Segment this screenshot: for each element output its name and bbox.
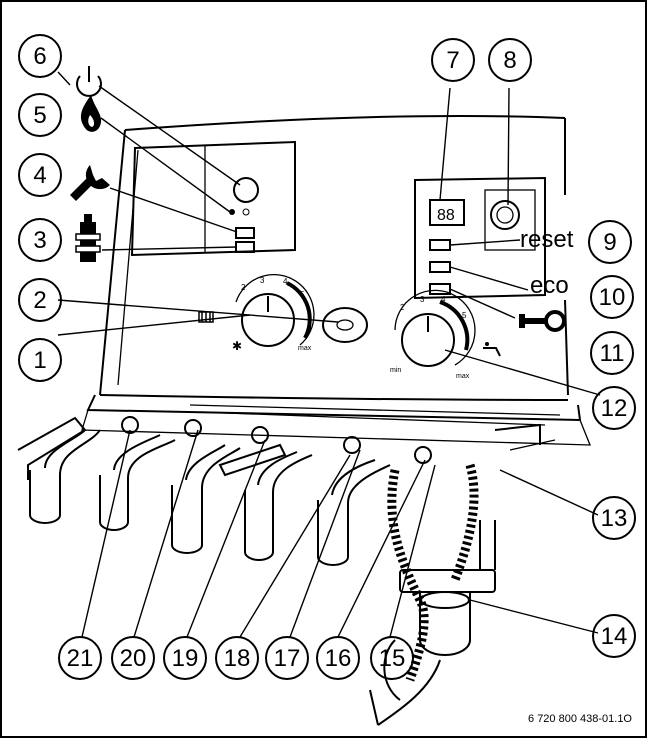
- callout-15: 15: [370, 636, 414, 680]
- callout-18: 18: [215, 636, 259, 680]
- svg-text:2: 2: [400, 303, 405, 312]
- reset-label: reset: [520, 226, 574, 253]
- svg-text:10: 10: [599, 284, 626, 311]
- callout-4: 4: [18, 153, 62, 197]
- callout-8: 8: [488, 38, 532, 82]
- svg-text:6: 6: [307, 323, 312, 332]
- callout-19: 19: [163, 636, 207, 680]
- connector-socket: [490, 200, 520, 230]
- callout-16: 16: [316, 636, 360, 680]
- callout-11: 11: [590, 331, 634, 375]
- display-window: [429, 199, 465, 226]
- callout-9: 9: [588, 220, 632, 264]
- svg-text:4: 4: [33, 162, 46, 189]
- temperature-display-disc: [322, 307, 368, 343]
- hot-water-dial-max: max: [456, 373, 470, 380]
- hot-water-dial-min: min: [390, 367, 401, 374]
- eco-label: eco: [530, 272, 569, 299]
- heating-temperature-dial: 2 3 4 5 6 max ✱: [198, 274, 315, 353]
- wrench-icon: [70, 165, 110, 201]
- callout-12: 12: [592, 386, 636, 430]
- left-control-module: [130, 140, 296, 257]
- frost-protection-icon: ✱: [232, 339, 242, 353]
- power-button-shape: [233, 177, 259, 203]
- callout-14: 14: [592, 614, 636, 658]
- svg-text:2: 2: [33, 287, 46, 314]
- svg-text:5: 5: [462, 311, 467, 320]
- svg-text:9: 9: [603, 229, 616, 256]
- svg-text:20: 20: [120, 645, 147, 672]
- boiler-body: [81, 114, 591, 446]
- svg-text:19: 19: [172, 645, 199, 672]
- svg-text:17: 17: [274, 645, 301, 672]
- hot-water-temperature-dial: 2 3 4 5 min max: [390, 289, 501, 380]
- leader-lines: [57, 71, 601, 638]
- pipe-connections: [17, 416, 556, 726]
- callout-2: 2: [18, 278, 62, 322]
- callout-10: 10: [590, 275, 634, 319]
- svg-text:13: 13: [601, 505, 628, 532]
- figure-caption: 6 720 800 438-01.1O: [528, 713, 632, 725]
- callout-6: 6: [18, 34, 62, 78]
- chimney-sweep-icon: [75, 214, 101, 262]
- svg-text:4: 4: [283, 277, 288, 286]
- callout-17: 17: [265, 636, 309, 680]
- svg-text:1: 1: [33, 347, 46, 374]
- power-icon: [76, 66, 102, 97]
- svg-text:6: 6: [33, 43, 46, 70]
- svg-text:3: 3: [33, 227, 46, 254]
- callout-21: 21: [58, 636, 102, 680]
- callout-20: 20: [111, 636, 155, 680]
- heating-dial-max: max: [298, 345, 312, 352]
- svg-text:21: 21: [67, 645, 94, 672]
- flame-icon: [80, 95, 102, 132]
- hot-water-tap-icon: [483, 342, 501, 357]
- svg-text:7: 7: [446, 47, 459, 74]
- svg-text:15: 15: [379, 645, 406, 672]
- svg-text:3: 3: [260, 276, 265, 285]
- svg-text:5: 5: [300, 290, 305, 299]
- svg-text:12: 12: [601, 395, 628, 422]
- svg-text:4: 4: [441, 295, 446, 304]
- callout-group: 6 5 4 3 2 1 7 8 9 10 11 12 13 14 15 16 1…: [18, 34, 636, 680]
- callout-1: 1: [18, 338, 62, 382]
- service-button-shape: [235, 227, 255, 239]
- svg-text:14: 14: [601, 623, 628, 650]
- callout-3: 3: [18, 218, 62, 262]
- svg-text:3: 3: [420, 295, 425, 304]
- callout-13: 13: [592, 496, 636, 540]
- svg-text:18: 18: [224, 645, 251, 672]
- svg-text:11: 11: [600, 340, 625, 367]
- svg-text:5: 5: [33, 102, 46, 129]
- key-icon: [519, 310, 566, 332]
- display-digits: 88: [437, 207, 455, 224]
- svg-text:8: 8: [503, 47, 516, 74]
- svg-text:16: 16: [325, 645, 352, 672]
- right-control-module: 88: [414, 176, 546, 300]
- svg-text:2: 2: [241, 283, 246, 292]
- callout-7: 7: [431, 38, 475, 82]
- callout-5: 5: [18, 93, 62, 137]
